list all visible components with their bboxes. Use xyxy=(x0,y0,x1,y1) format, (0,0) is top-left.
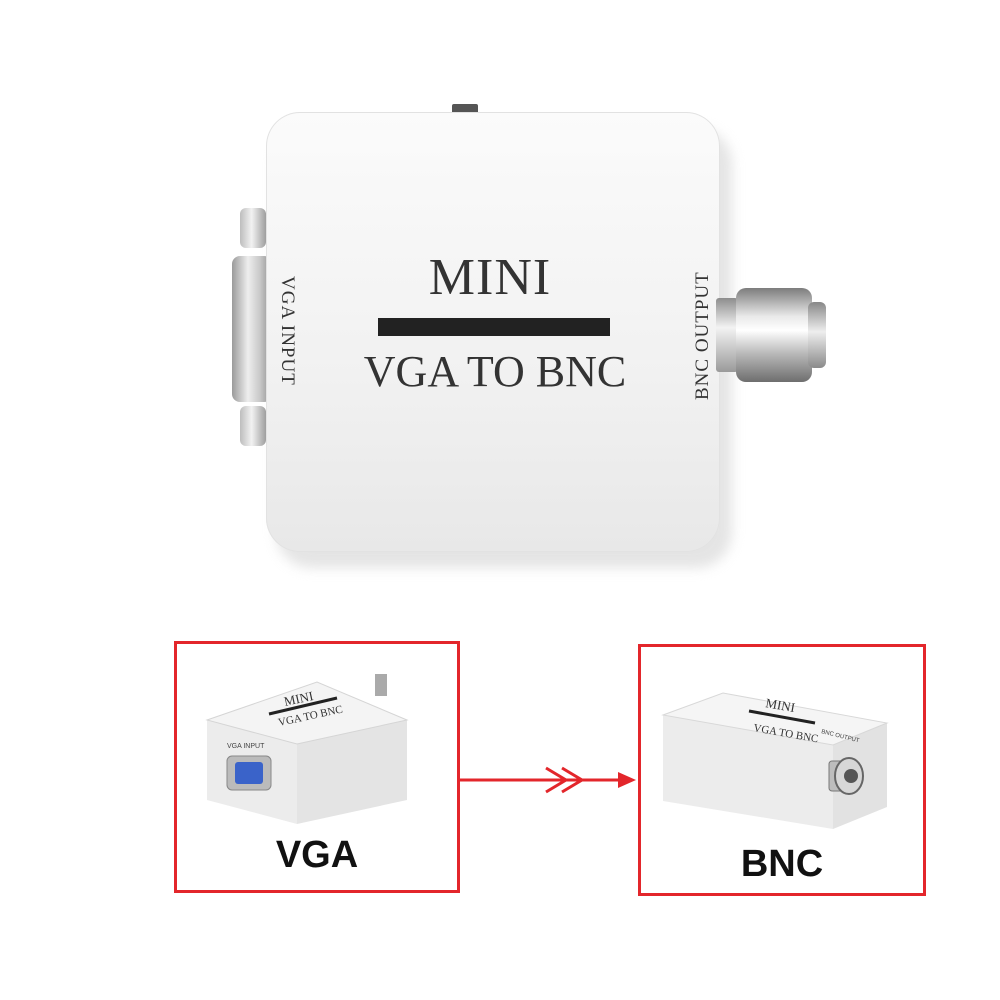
bnc-tip xyxy=(808,302,826,368)
arrow-head xyxy=(618,772,636,788)
mini-top-face xyxy=(205,681,409,745)
mini-top-face xyxy=(661,692,889,746)
arrow-chevron-1 xyxy=(545,766,569,794)
vga-connector xyxy=(232,208,272,448)
device-title-mini: MINI xyxy=(428,249,552,306)
vga-input-label: VGA INPUT xyxy=(277,276,298,386)
bnc-connector xyxy=(716,280,828,390)
direction-arrow xyxy=(460,766,636,794)
vga-screw-top xyxy=(240,208,266,248)
device-top-tab xyxy=(452,104,478,114)
mini-bnc-center xyxy=(844,769,858,783)
mini-vga-input-label: VGA INPUT xyxy=(227,743,265,750)
mini-device-bnc-view: MINI VGA TO BNC BNC OUTPUT xyxy=(661,692,889,829)
bnc-output-panel: MINI VGA TO BNC BNC OUTPUT BNC xyxy=(638,644,926,896)
mini-device-vga-view: MINI VGA TO BNC VGA INPUT xyxy=(205,674,409,824)
mini-front-face xyxy=(663,715,833,829)
bnc-barrel xyxy=(736,288,812,382)
mini-title-mini: MINI xyxy=(283,688,315,709)
vga-input-panel: MINI VGA TO BNC VGA INPUT VGA xyxy=(174,641,460,893)
mini-side-face xyxy=(297,720,407,824)
vga-screw-bottom xyxy=(240,406,266,446)
bnc-caption: BNC xyxy=(740,843,824,885)
device-title-divider xyxy=(378,318,610,336)
vga-caption: VGA xyxy=(275,834,359,876)
mini-vga-port-insert xyxy=(235,762,263,784)
bnc-base xyxy=(716,298,738,372)
mini-title-divider xyxy=(268,696,338,716)
mini-bnc-stub xyxy=(375,674,387,696)
mini-title-mini: MINI xyxy=(764,695,796,715)
arrow-chevron-2 xyxy=(561,766,585,794)
bnc-output-label: BNC OUTPUT xyxy=(692,271,713,400)
vga-port-shell xyxy=(232,256,272,402)
mini-title-divider xyxy=(748,709,816,725)
main-product-image: MINI VGA TO BNC VGA INPUT BNC OUTPUT xyxy=(232,104,828,568)
device-title-model: VGA TO BNC xyxy=(363,347,627,396)
